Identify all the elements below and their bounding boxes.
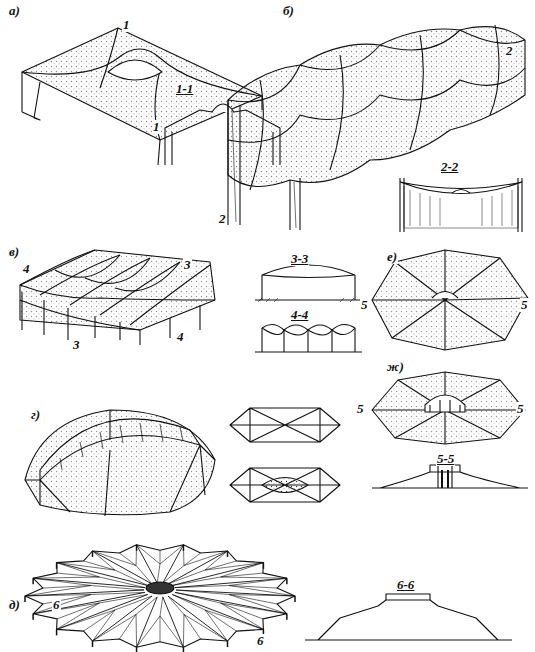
dome-stroke	[221, 577, 287, 585]
dome-stroke	[175, 592, 263, 618]
dome-stroke	[92, 641, 94, 647]
dome-stroke	[227, 551, 229, 557]
dome-stroke	[92, 551, 94, 557]
callout-number: 3	[72, 338, 81, 352]
callout-number: 6	[52, 598, 61, 612]
dome-stroke	[57, 573, 145, 587]
dome-stroke	[184, 610, 228, 641]
dome-stroke	[183, 647, 185, 652]
callout-number: 5	[356, 402, 365, 416]
dome-stroke	[168, 596, 228, 641]
dome-stroke	[136, 545, 160, 566]
section-label: 1-1	[175, 82, 194, 96]
dome-stroke	[160, 545, 184, 566]
callout-number: ж)	[386, 360, 405, 374]
callout-number: 2	[218, 212, 227, 226]
dome-stroke	[84, 561, 148, 586]
dome-stroke	[160, 614, 184, 647]
roof-d	[25, 545, 295, 652]
roof-e	[372, 250, 528, 350]
callout-number: г)	[30, 408, 41, 422]
callout-number: в)	[8, 245, 20, 259]
dome-stroke	[93, 551, 153, 584]
callout-number: 1	[152, 120, 161, 134]
dome-stroke	[163, 597, 184, 647]
dome-stroke	[33, 577, 99, 585]
dome-stroke	[175, 585, 277, 588]
callout-number: 2	[505, 44, 514, 58]
dome-stroke	[184, 551, 228, 570]
dome-stroke	[168, 596, 201, 639]
dome-stroke	[33, 578, 145, 587]
dome-stroke	[221, 595, 287, 614]
callout-number: 6	[256, 634, 265, 648]
dome-stroke	[32, 578, 34, 584]
dome-stroke	[205, 563, 263, 577]
dome-stroke	[183, 545, 185, 551]
dome-stroke	[172, 594, 263, 629]
callout-number: д)	[8, 598, 21, 612]
dome-stroke	[24, 596, 26, 602]
callout-number: а)	[8, 4, 21, 18]
dome-stroke	[227, 641, 229, 647]
section-label: 4-4	[290, 308, 309, 322]
dome-stroke	[84, 596, 152, 631]
dome-stroke	[172, 594, 236, 631]
dome-stroke	[172, 563, 263, 586]
dome-stroke	[137, 597, 158, 647]
dome-stroke	[205, 603, 263, 629]
dome-stroke	[93, 610, 137, 641]
dome-stroke	[119, 553, 152, 584]
dome-stroke	[137, 545, 158, 583]
section-6-6	[305, 594, 512, 640]
dome-stroke	[136, 614, 160, 647]
dome-stroke	[157, 550, 160, 583]
section-label: 3-3	[290, 252, 309, 266]
roof-g	[25, 408, 340, 516]
callout-number: 5	[516, 402, 525, 416]
section-label: 2-2	[440, 160, 459, 174]
roof-b	[228, 25, 525, 232]
callout-number: б)	[282, 4, 295, 18]
dome-stroke	[286, 614, 288, 620]
callout-number: 4	[176, 330, 185, 344]
dome-stroke	[57, 563, 115, 577]
callout-number: 1	[122, 18, 131, 32]
dome-stroke	[32, 614, 34, 620]
dome-stroke	[56, 563, 58, 569]
dome-stroke	[160, 597, 163, 642]
callout-number: 3	[183, 258, 192, 272]
callout-number: е)	[386, 250, 398, 264]
dome-stroke	[286, 578, 288, 584]
dome-stroke	[56, 629, 58, 635]
callout-number: 4	[22, 262, 31, 276]
callout-number: 5	[520, 298, 529, 312]
dome-stroke	[263, 563, 265, 569]
section-label: 6-6	[396, 578, 415, 592]
dome-stroke	[294, 596, 296, 602]
dome-stroke	[57, 594, 148, 629]
dome-stroke	[175, 578, 287, 587]
dome-stroke	[57, 603, 115, 629]
callout-number: 5	[360, 298, 369, 312]
roof-v	[20, 250, 362, 352]
dome-stroke	[175, 592, 287, 613]
dome-outline	[25, 545, 295, 647]
roof-zh	[372, 372, 528, 488]
dome-stroke	[136, 647, 138, 652]
dome-stroke	[136, 545, 138, 551]
section-label: 5-5	[436, 452, 455, 466]
